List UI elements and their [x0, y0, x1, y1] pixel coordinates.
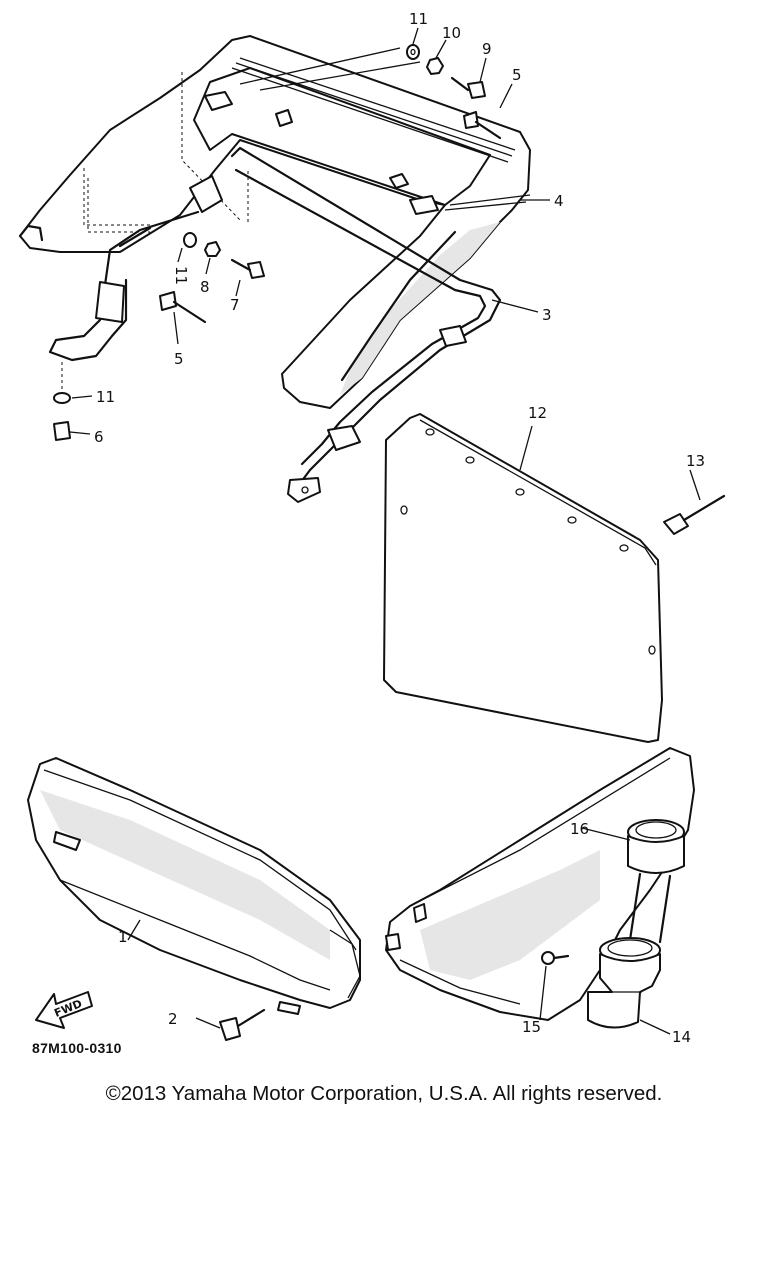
fwd-arrow-icon: FWD — [35, 991, 93, 1029]
callout-6: 6 — [94, 428, 104, 446]
callout-11-top: 11 — [409, 10, 428, 28]
callout-8: 8 — [200, 278, 210, 296]
callout-7: 7 — [230, 296, 240, 314]
callout-14: 14 — [672, 1028, 691, 1046]
callout-11-mid: 11 — [172, 266, 190, 285]
fwd-label: FWD — [52, 997, 84, 1020]
callout-12: 12 — [528, 404, 547, 422]
copyright-notice: ©2013 Yamaha Motor Corporation, U.S.A. A… — [105, 1082, 663, 1105]
grab-rail-part-4 — [18, 35, 531, 409]
bolt-part-2 — [219, 1008, 266, 1041]
callout-1: 1 — [118, 928, 128, 946]
callout-2: 2 — [168, 1010, 178, 1028]
frame-bracket-part-3 — [48, 146, 502, 503]
callout-13: 13 — [686, 452, 705, 470]
drawing-code: 87M100-0310 — [32, 1040, 122, 1056]
hardware-upper — [53, 44, 502, 441]
rivet-part-13 — [663, 494, 726, 535]
callout-4: 4 — [554, 192, 564, 210]
callout-9: 9 — [482, 40, 492, 58]
callout-10: 10 — [442, 24, 461, 42]
callout-11-bottom: 11 — [96, 388, 115, 406]
side-body-assembly — [385, 747, 695, 1029]
leader-lines — [69, 27, 701, 1035]
callout-numbers: 11 10 9 5 4 3 11 8 7 5 11 6 12 13 16 1 2… — [94, 10, 705, 1046]
bumper-part-1 — [27, 757, 361, 1015]
callout-16: 16 — [570, 820, 589, 838]
panel-part-12 — [383, 413, 663, 743]
callout-5-top: 5 — [512, 66, 522, 84]
callout-15: 15 — [522, 1018, 541, 1036]
parts-diagram: FWD — [18, 10, 726, 1046]
callout-5-mid: 5 — [174, 350, 184, 368]
callout-3: 3 — [542, 306, 552, 324]
